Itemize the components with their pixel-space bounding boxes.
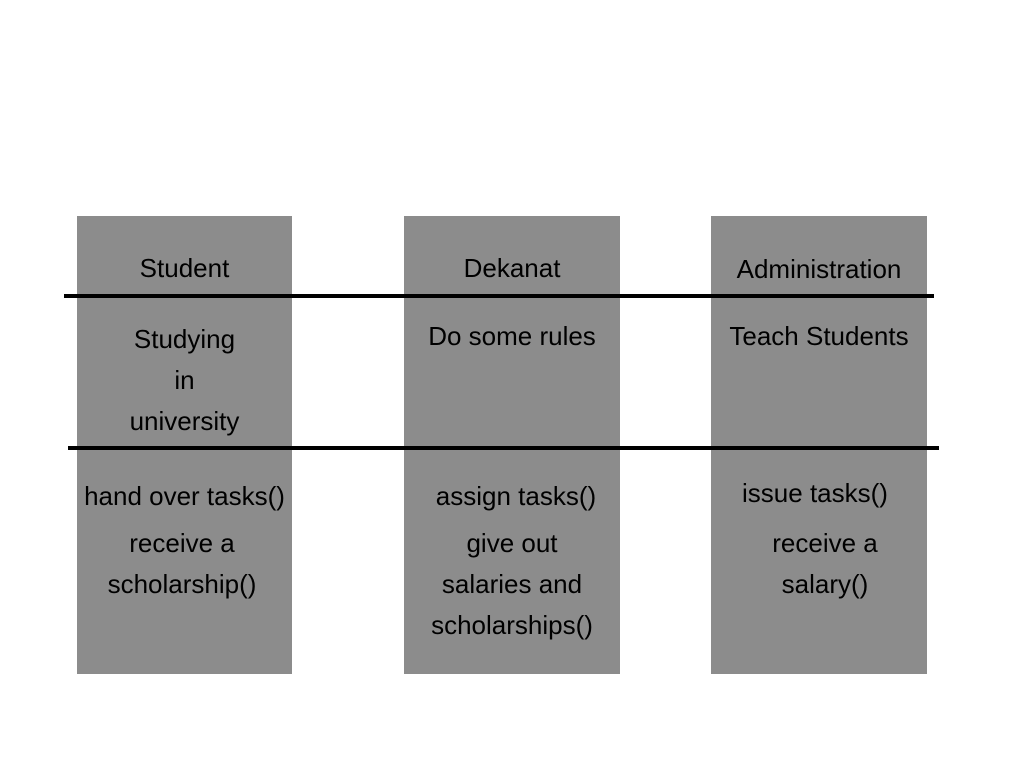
class-attribute-administration: Teach Students	[729, 321, 909, 351]
class-method-student-1: hand over tasks()	[84, 481, 285, 511]
class-box-dekanat	[404, 216, 620, 674]
class-method-student-2: receive a scholarship()	[107, 528, 257, 599]
class-name-dekanat: Dekanat	[463, 253, 561, 283]
class-attribute-student: Studying in university	[129, 324, 240, 436]
class-attribute-dekanat: Do some rules	[428, 321, 596, 351]
class-method-dekanat-2: give out salaries and scholarships()	[431, 528, 593, 640]
class-method-administration-2: receive a salary()	[772, 528, 878, 599]
class-name-administration: Administration	[736, 254, 902, 284]
class-box-student	[77, 216, 292, 674]
class-name-student: Student	[139, 253, 230, 283]
compartment-divider-top	[64, 294, 934, 298]
class-box-administration	[711, 216, 927, 674]
compartment-divider-bottom	[68, 446, 939, 450]
class-method-administration-1: issue tasks()	[742, 478, 888, 508]
class-method-dekanat-1: assign tasks()	[435, 481, 597, 511]
